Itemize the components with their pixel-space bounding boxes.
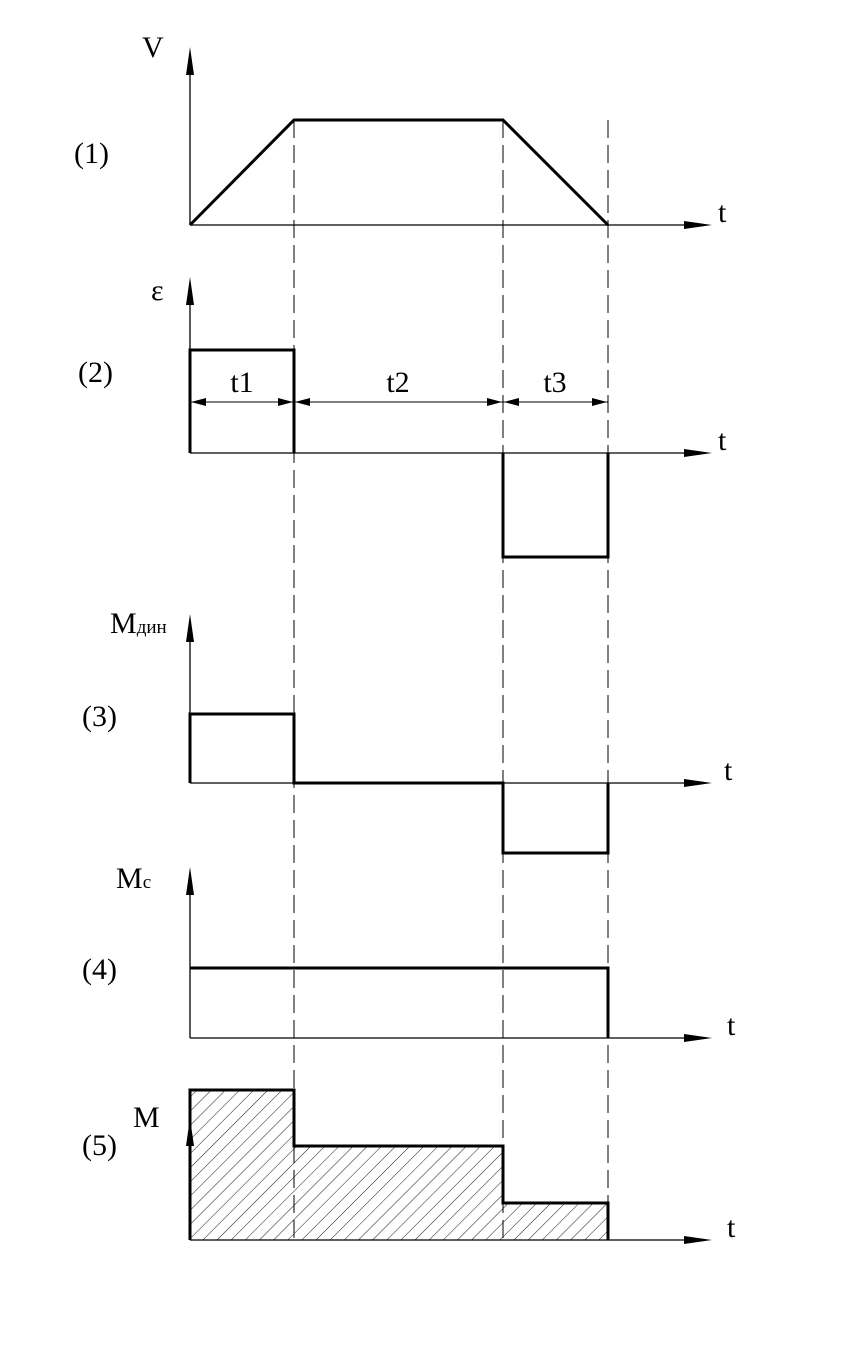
x-axis-arrow [684,779,712,787]
velocity-curve [188,118,610,227]
interval-dimensions [190,398,608,406]
y-axis-label: V [142,31,164,64]
y-axis-label: M [133,1101,160,1134]
y-axis-label-subscript: дин [137,617,167,638]
panel-number: (5) [82,1129,117,1162]
panel-total-torque: M t (5) [82,1088,736,1244]
panel-number: (2) [78,356,113,389]
total-torque-area [190,1090,608,1240]
y-axis-label-subscript: c [143,872,151,893]
y-axis-label: Mc [116,862,151,895]
interval-label-t1: t1 [230,366,253,399]
panel-number: (1) [74,137,109,170]
x-axis-arrow [684,1236,712,1244]
x-axis-arrow [684,1034,712,1042]
panel-velocity: V t (1) [74,31,727,229]
time-guides [293,120,609,1240]
panel-dynamic-torque: Mдин t (3) [82,607,733,855]
x-axis-label: t [724,754,733,787]
interval-label-t3: t3 [543,366,566,399]
x-axis-label: t [727,1009,736,1042]
y-axis-label: Mдин [110,607,167,640]
y-axis-label: ε [151,274,164,307]
x-axis-arrow [684,449,712,457]
static-torque-curve [190,966,610,1038]
x-axis-arrow [684,221,712,229]
panel-number: (4) [82,953,117,986]
y-axis-arrow [186,867,194,895]
panel-static-torque: Mc t (4) [82,862,736,1042]
y-axis-arrow [186,277,194,305]
acceleration-pulse-negative [501,453,610,559]
x-axis-label: t [718,196,727,229]
interval-label-t2: t2 [386,366,409,399]
y-axis-arrow [186,614,194,642]
dynamic-torque-curve [188,712,610,855]
x-axis-label: t [718,424,727,457]
total-torque-curve [188,1088,610,1240]
y-axis-arrow [186,47,194,75]
panel-number: (3) [82,700,117,733]
panel-acceleration: t1 t2 t3 ε t (2) [78,274,727,559]
x-axis-label: t [727,1211,736,1244]
